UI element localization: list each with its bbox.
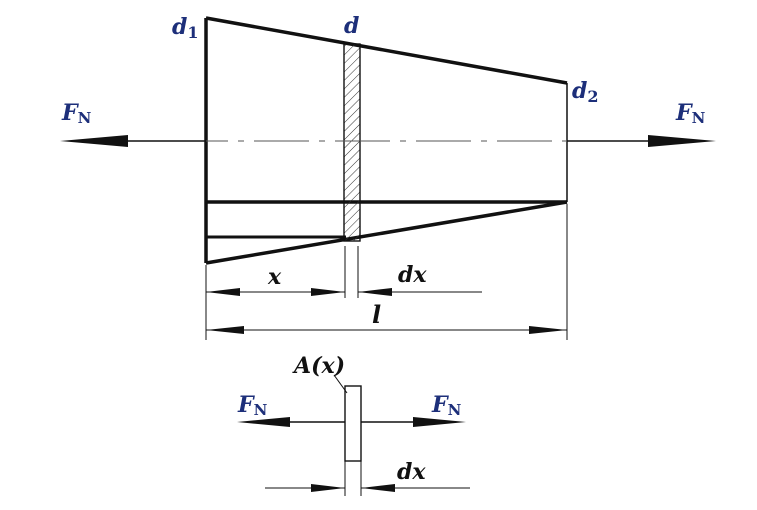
- label-d2: d2: [572, 78, 599, 106]
- left-force-arrow: [60, 135, 206, 147]
- hatched-element-strip: [343, 43, 361, 242]
- right-force-arrow: [567, 135, 716, 147]
- label-fn-left: FN: [61, 100, 92, 127]
- label-dx: dx: [398, 262, 427, 288]
- label-fn-lower-left: FN: [237, 392, 268, 419]
- bar-top-taper-edge: [205, 16, 568, 85]
- label-d: d: [344, 13, 359, 39]
- label-dx-lower: dx: [397, 459, 426, 485]
- area-leader-line: [333, 374, 348, 394]
- tapered-bar: [204, 16, 568, 265]
- label-area-ax: A(x): [292, 353, 345, 379]
- dimension-l: [206, 204, 568, 340]
- lower-left-force-arrowhead: [237, 417, 290, 427]
- dimension-x-dx: [205, 246, 482, 340]
- element-free-body: [237, 374, 470, 496]
- label-d1: d1: [172, 14, 199, 42]
- element-slice: [344, 385, 362, 462]
- lower-taper-edge: [205, 200, 568, 265]
- label-fn-lower-right: FN: [431, 392, 462, 419]
- lower-right-force-arrowhead: [413, 417, 466, 427]
- label-fn-right: FN: [675, 100, 706, 127]
- label-x: x: [267, 264, 282, 290]
- label-l: l: [372, 300, 381, 329]
